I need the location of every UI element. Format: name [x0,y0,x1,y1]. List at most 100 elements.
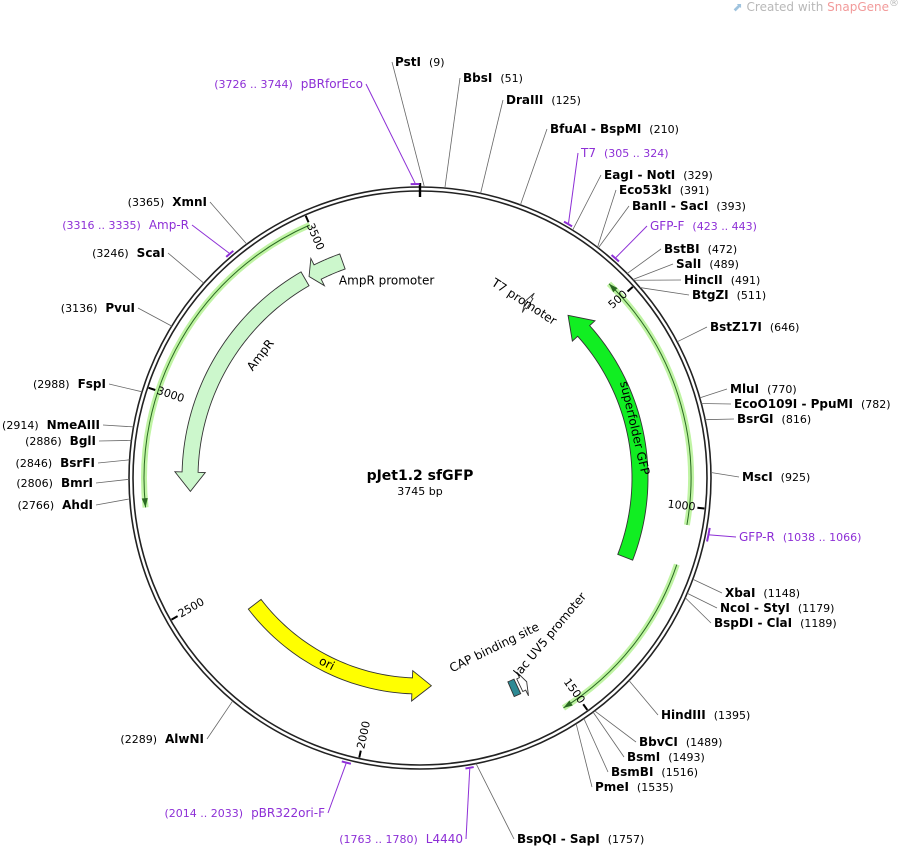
primer-l4440: (1763 .. 1780)L4440 [339,766,474,846]
enzyme-site: BbvCI (1489) [594,710,722,749]
enzyme-position: (1489) [686,736,723,749]
enzyme-position: (3136) [61,302,98,315]
tick-label: 3000 [155,384,186,405]
enzyme-position: (1535) [637,781,674,794]
enzyme-name: BbvCI [639,735,678,749]
enzyme-position: (1395) [714,709,751,722]
enzyme-name: XbaI [725,586,755,600]
enzyme-name: NcoI - StyI [720,601,790,615]
enzyme-label: HincII(491) [684,273,760,287]
enzyme-position: (511) [737,289,767,302]
enzyme-site: XbaI(1148) [692,578,800,600]
enzyme-leader-line [167,252,205,284]
enzyme-name: AlwNI [165,732,204,746]
enzyme-label: BfuAI - BspMI(210) [550,122,679,136]
primer-gfp-r: GFP-R (1038 .. 1066) [706,527,862,544]
enzyme-site: PstI(9) [391,55,445,188]
enzyme-name: BspDI - ClaI [714,616,792,630]
enzyme-name: BstZ17I [710,320,762,334]
enzyme-leader-line [475,763,515,840]
enzyme-name: BtgZI [692,288,729,302]
primer-name: T7 [580,146,596,160]
primer-arc [563,220,573,228]
primer-leader-line [709,534,737,538]
enzyme-leader-line [628,680,659,716]
enzyme-site: BbsI(51) [444,71,523,189]
enzyme-label: BbvCI (1489) [639,735,722,749]
enzyme-name: PmeI [595,780,629,794]
enzyme-leader-line [206,700,234,740]
primer-arc [341,760,352,765]
enzyme-leader-line [108,383,143,393]
primer-range: (305 .. 324) [604,147,669,160]
primer-name: GFP-R [739,530,775,544]
enzyme-position: (210) [649,123,679,136]
enzyme-site: (2846)BsrFI [16,456,130,470]
primer-range: (1038 .. 1066) [783,531,862,544]
tick-label: 1000 [667,498,696,514]
enzyme-leader-line [97,459,130,464]
enzyme-position: (489) [709,258,739,271]
orf-arrowhead [141,498,148,508]
enzyme-site: BanII - SacI(393) [597,199,746,249]
primer-label: GFP-F(423 .. 443) [650,219,757,233]
orf-line [143,224,310,508]
enzyme-position: (491) [731,274,761,287]
enzyme-position: (2846) [16,457,53,470]
enzyme-name: HindIII [661,708,706,722]
enzyme-site: (2886)BglI [25,434,132,448]
feature-label: AmpR [244,337,277,374]
primer-gfp-f: GFP-F(423 .. 443) [610,219,757,263]
enzyme-label: (3136)PvuI [61,301,135,315]
tick-mark [582,703,589,711]
enzyme-label: DraIII (125) [506,93,581,107]
tick-label: 2000 [354,720,373,750]
primer-arc [465,766,474,770]
snapgene-logo-icon: ⬈ [732,0,743,14]
watermark-brand: SnapGene [827,0,889,14]
enzyme-position: (3246) [92,247,129,260]
enzyme-leader-line [632,263,674,280]
enzyme-leader-line [592,711,625,758]
enzyme-leader-line [137,307,172,327]
tick-mark [148,386,156,391]
enzyme-site: (2289)AlwNI [120,700,234,746]
enzyme-label: SalI(489) [676,257,739,271]
primer-amp-r: (3316 .. 3335)Amp-R [62,218,234,258]
enzyme-name: BspQI - SapI [517,832,600,846]
primer-label: (3316 .. 3335)Amp-R [62,218,189,232]
enzyme-position: (125) [551,94,581,107]
enzyme-position: (2806) [16,477,53,490]
enzyme-site: (3136)PvuI [61,301,172,327]
enzyme-position: (2914) [2,419,39,432]
enzyme-site: (2806)BmrI [16,476,130,490]
primer-leader-line [615,225,648,258]
enzyme-leader-line [572,174,602,231]
enzyme-label: BtgZI (511) [692,288,766,302]
enzyme-position: (393) [716,200,746,213]
enzyme-leader-line [98,439,132,442]
primer-name: L4440 [426,832,463,846]
enzyme-label: BstZ17I(646) [710,320,799,334]
enzyme-leader-line [639,287,690,296]
enzyme-position: (1493) [668,751,705,764]
enzyme-name: FspI [78,377,106,391]
enzyme-position: (770) [767,383,797,396]
enzyme-label: Eco53kI(391) [619,183,709,197]
enzyme-site: (3246)ScaI [92,246,205,284]
enzyme-site: BsrGI(816) [705,412,811,426]
enzyme-site: Eco53kI(391) [597,183,709,248]
enzyme-site: (3365)XmnI [128,195,248,245]
enzyme-name: MscI [742,470,773,484]
enzyme-leader-line [575,723,593,788]
enzyme-position: (3365) [128,196,165,209]
feature-ampr [173,271,310,493]
enzyme-leader-line [209,201,248,245]
enzyme-site: SalI(489) [632,257,739,280]
enzyme-label: (3365)XmnI [128,195,207,209]
enzyme-site: HindIII (1395) [628,680,751,722]
enzyme-leader-line [95,478,130,484]
enzyme-leader-line [391,61,425,188]
primer-name: Amp-R [149,218,189,232]
enzyme-name: DraIII [506,93,543,107]
